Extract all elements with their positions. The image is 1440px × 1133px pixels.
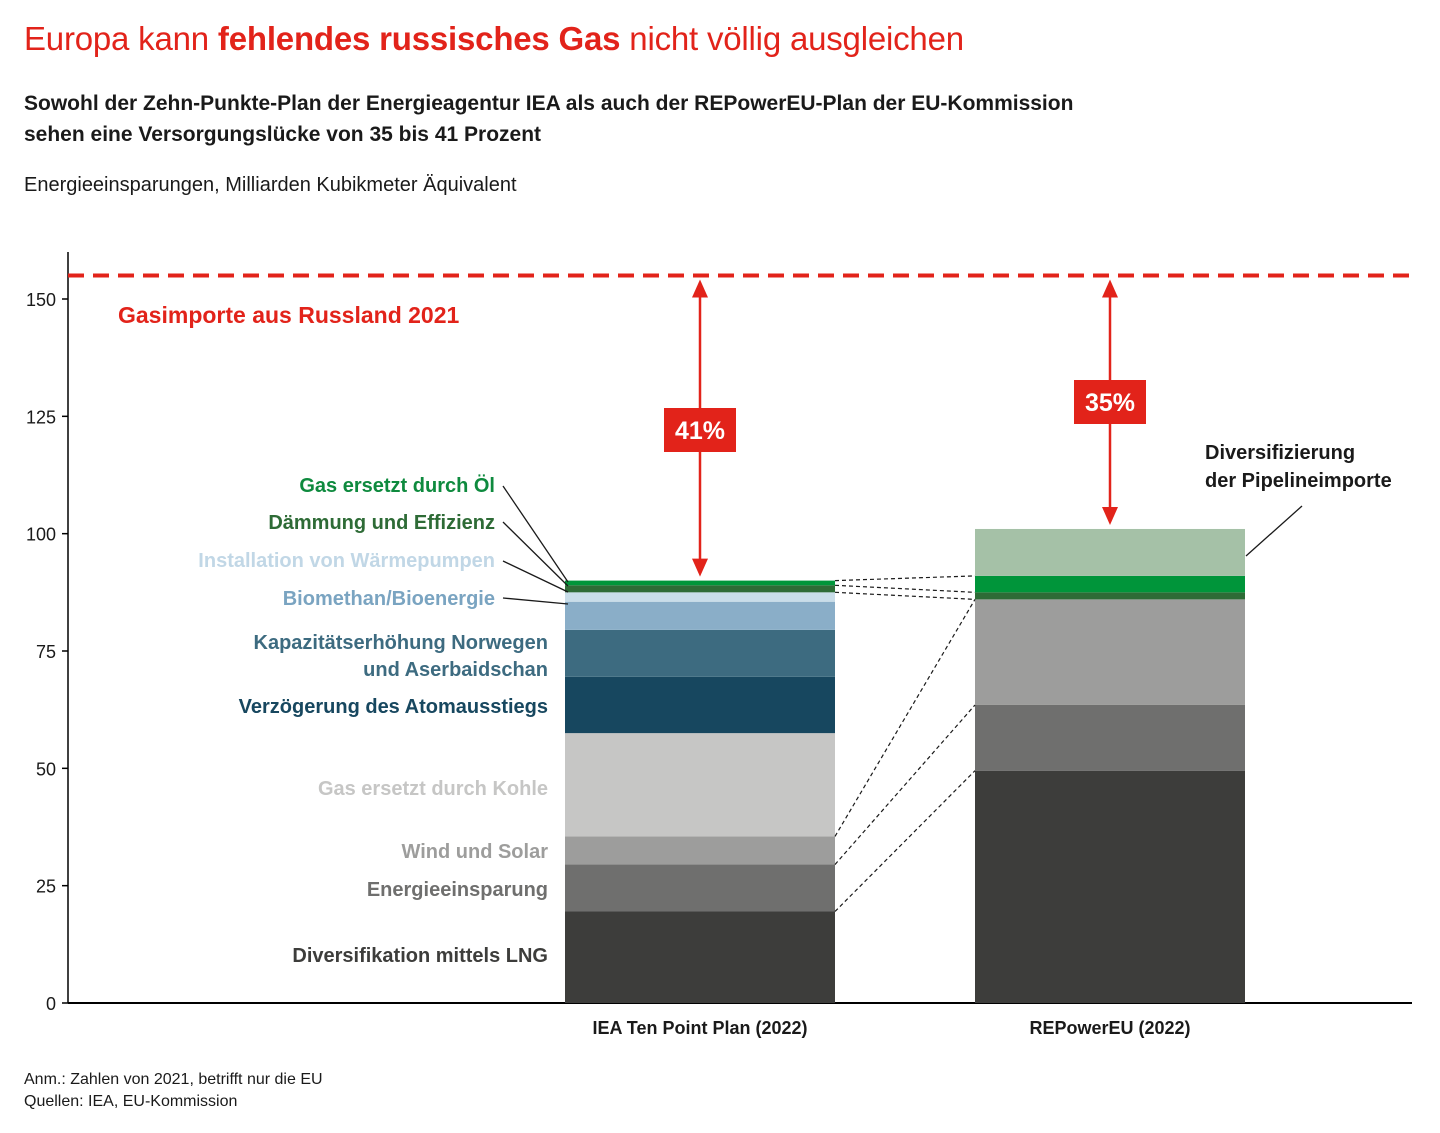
- reference-line-label: Gasimporte aus Russland 2021: [118, 302, 460, 328]
- footnote-remark: Anm.: Zahlen von 2021, betrifft nur die …: [24, 1071, 323, 1088]
- page-subtitle: Sowohl der Zehn-Punkte-Plan der Energiea…: [24, 88, 1324, 150]
- page-title: Europa kann fehlendes russisches Gas nic…: [24, 20, 964, 58]
- series-label-kapazitatserhohung-norwegen-und-aserbaidschan: und Aserbaidschan: [363, 659, 548, 681]
- series-label-installation-von-warmepumpen: Installation von Wärmepumpen: [198, 550, 495, 572]
- series-label-kapazitatserhohung-norwegen-und-aserbaidschan: Kapazitätserhöhung Norwegen: [254, 632, 548, 654]
- gap-label: 41%: [675, 417, 725, 445]
- y-tick-label: 150: [26, 290, 56, 310]
- bar-segment-energieeinsparung: [975, 704, 1245, 771]
- title-part: nicht völlig ausgleichen: [620, 20, 964, 57]
- subtitle-line: sehen eine Versorgungslücke von 35 bis 4…: [24, 123, 542, 146]
- bar-segment-dammung-und-effizienz: [975, 592, 1245, 600]
- bar-segment-wind-und-solar: [565, 836, 835, 865]
- connector-line: [834, 591, 976, 600]
- series-label-dammung-und-effizienz: Dämmung und Effizienz: [268, 512, 495, 534]
- subtitle-line: Sowohl der Zehn-Punkte-Plan der Energiea…: [24, 92, 1074, 115]
- y-tick-label: 50: [36, 759, 56, 779]
- title-emphasis: fehlendes russisches Gas: [217, 20, 621, 57]
- y-tick-label: 100: [26, 525, 56, 545]
- footnotes: Anm.: Zahlen von 2021, betrifft nur die …: [24, 1069, 323, 1113]
- y-tick-label: 25: [36, 877, 56, 897]
- bar-segment-installation-von-warmepumpen: [565, 592, 835, 602]
- bar-segment-dammung-und-effizienz: [565, 585, 835, 593]
- bar-segment-wind-und-solar: [975, 599, 1245, 705]
- connector-line: [834, 584, 976, 593]
- bar-segment-gas-ersetzt-durch-ol: [565, 580, 835, 586]
- chart-unit-label: Energieeinsparungen, Milliarden Kubikmet…: [24, 174, 517, 196]
- label-leader-line: [502, 485, 569, 583]
- series-label-gas-ersetzt-durch-ol: Gas ersetzt durch Öl: [299, 474, 495, 497]
- label-leader-line: [1245, 505, 1303, 557]
- gap-label: 35%: [1085, 389, 1135, 417]
- gap-label-box: [1074, 380, 1146, 424]
- bar-segment-kapazitatserhohung-norwegen-und-aserbaidschan: [565, 629, 835, 677]
- gap-arrow-head-up: [1102, 279, 1118, 298]
- title-part: Europa kann: [24, 20, 218, 57]
- gap-arrow-head-down: [692, 558, 708, 577]
- bar-segment-gas-ersetzt-durch-ol: [975, 575, 1245, 593]
- series-label-pipeline: der Pipelineimporte: [1205, 470, 1392, 492]
- gap-arrow-head-down: [1102, 506, 1118, 525]
- series-label-wind-und-solar: Wind und Solar: [402, 841, 549, 863]
- series-label-biomethan-bioenergie: Biomethan/Bioenergie: [283, 588, 495, 610]
- connector-line: [834, 599, 976, 837]
- bar-segment-diversifikation-mittels-lng: [975, 770, 1245, 1003]
- y-tick-label: 0: [46, 994, 56, 1014]
- series-label-diversifikation-mittels-lng: Diversifikation mittels LNG: [292, 945, 548, 967]
- gap-label-box: [664, 408, 736, 452]
- connector-line: [834, 770, 976, 912]
- connector-line: [834, 575, 976, 582]
- series-label-verzogerung-des-atomausstiegs: Verzögerung des Atomausstiegs: [239, 696, 548, 718]
- label-leader-line: [502, 560, 569, 593]
- bar-segment-energieeinsparung: [565, 864, 835, 912]
- series-label-pipeline: Diversifizierung: [1205, 442, 1355, 464]
- y-tick-label: 75: [36, 642, 56, 662]
- y-tick-label: 125: [26, 407, 56, 427]
- bar-segment-diversifikation-mittels-lng: [565, 911, 835, 1003]
- bar-segment-diversifizierung-der-pipelineimporte: [975, 528, 1245, 576]
- x-category-label: REPowerEU (2022): [1029, 1018, 1190, 1038]
- label-leader-line: [502, 521, 569, 587]
- footnote-sources: Quellen: IEA, EU-Kommission: [24, 1093, 238, 1110]
- series-label-gas-ersetzt-durch-kohle: Gas ersetzt durch Kohle: [318, 778, 548, 800]
- bar-segment-gas-ersetzt-durch-kohle: [565, 733, 835, 837]
- gap-arrow-head-up: [692, 279, 708, 298]
- series-label-energieeinsparung: Energieeinsparung: [367, 879, 548, 901]
- connector-line: [834, 704, 976, 865]
- bar-segment-biomethan-bioenergie: [565, 601, 835, 630]
- bar-segment-verzogerung-des-atomausstiegs: [565, 676, 835, 734]
- label-leader-line: [502, 597, 569, 605]
- x-category-label: IEA Ten Point Plan (2022): [592, 1018, 807, 1038]
